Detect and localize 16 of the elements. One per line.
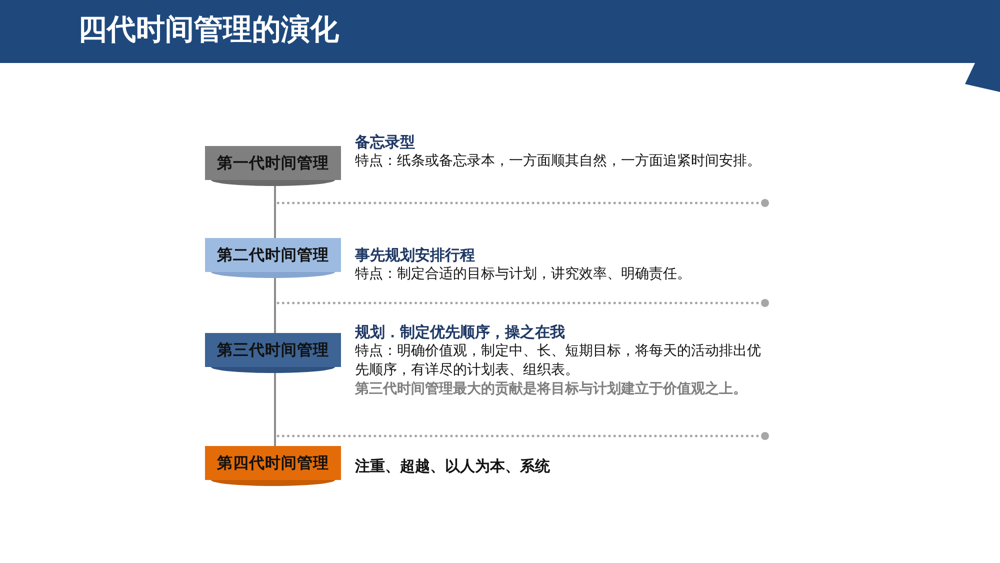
note-text: 第三代时间管理最大的贡献是将目标与计划建立于价值观之上。 bbox=[355, 380, 748, 399]
description-text: 特点：明确价值观，制定中、长、短期目标，将每天的活动排出优先顺序，有详尽的计划表、组织表。 bbox=[355, 342, 762, 380]
slide-title: 四代时间管理的演化 bbox=[78, 11, 339, 48]
description-text: 特点：纸条或备忘录本，一方面顺其自然，一方面追紧时间安排。 bbox=[355, 152, 762, 171]
connector-line bbox=[274, 278, 276, 333]
ribbon-tab: 第二代时间管理 bbox=[205, 238, 341, 278]
ribbon-tab: 第一代时间管理 bbox=[205, 146, 341, 186]
description-text: 注重、超越、以人为本、系统 bbox=[355, 456, 551, 476]
heading-text: 事先规划安排行程 bbox=[355, 245, 476, 265]
ribbon-tab: 第三代时间管理 bbox=[205, 333, 341, 373]
description-text: 特点：制定合适的目标与计划，讲究效率、明确责任。 bbox=[355, 265, 692, 284]
connector-line bbox=[274, 186, 276, 238]
connector-line bbox=[274, 373, 276, 446]
heading-text: 备忘录型 bbox=[355, 132, 416, 152]
heading-text: 规划．制定优先顺序，操之在我 bbox=[355, 322, 566, 342]
ribbon-tab: 第四代时间管理 bbox=[205, 446, 341, 486]
